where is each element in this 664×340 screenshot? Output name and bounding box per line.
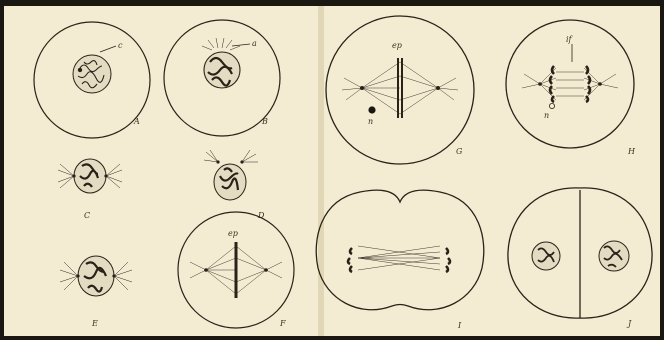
figure-f-label: F [279,319,286,328]
figure-b-label: B [261,117,268,126]
annotation-ep-g: ep [392,41,402,50]
figure-c-label: C [84,211,90,220]
annotation-n-g: n [368,117,373,126]
annotation-c: c [118,41,123,50]
annotation-ep-f: ep [228,229,238,238]
figure-h-label: H [627,147,636,156]
page-gutter [318,6,324,336]
figure-e-label: E [91,319,98,328]
annotation-n-h: n [544,111,549,120]
annotation-a: a [252,39,257,48]
right-page [322,6,660,336]
figure-g-label: G [456,147,463,156]
figure-a-label: A [133,117,140,126]
left-page [4,6,322,336]
